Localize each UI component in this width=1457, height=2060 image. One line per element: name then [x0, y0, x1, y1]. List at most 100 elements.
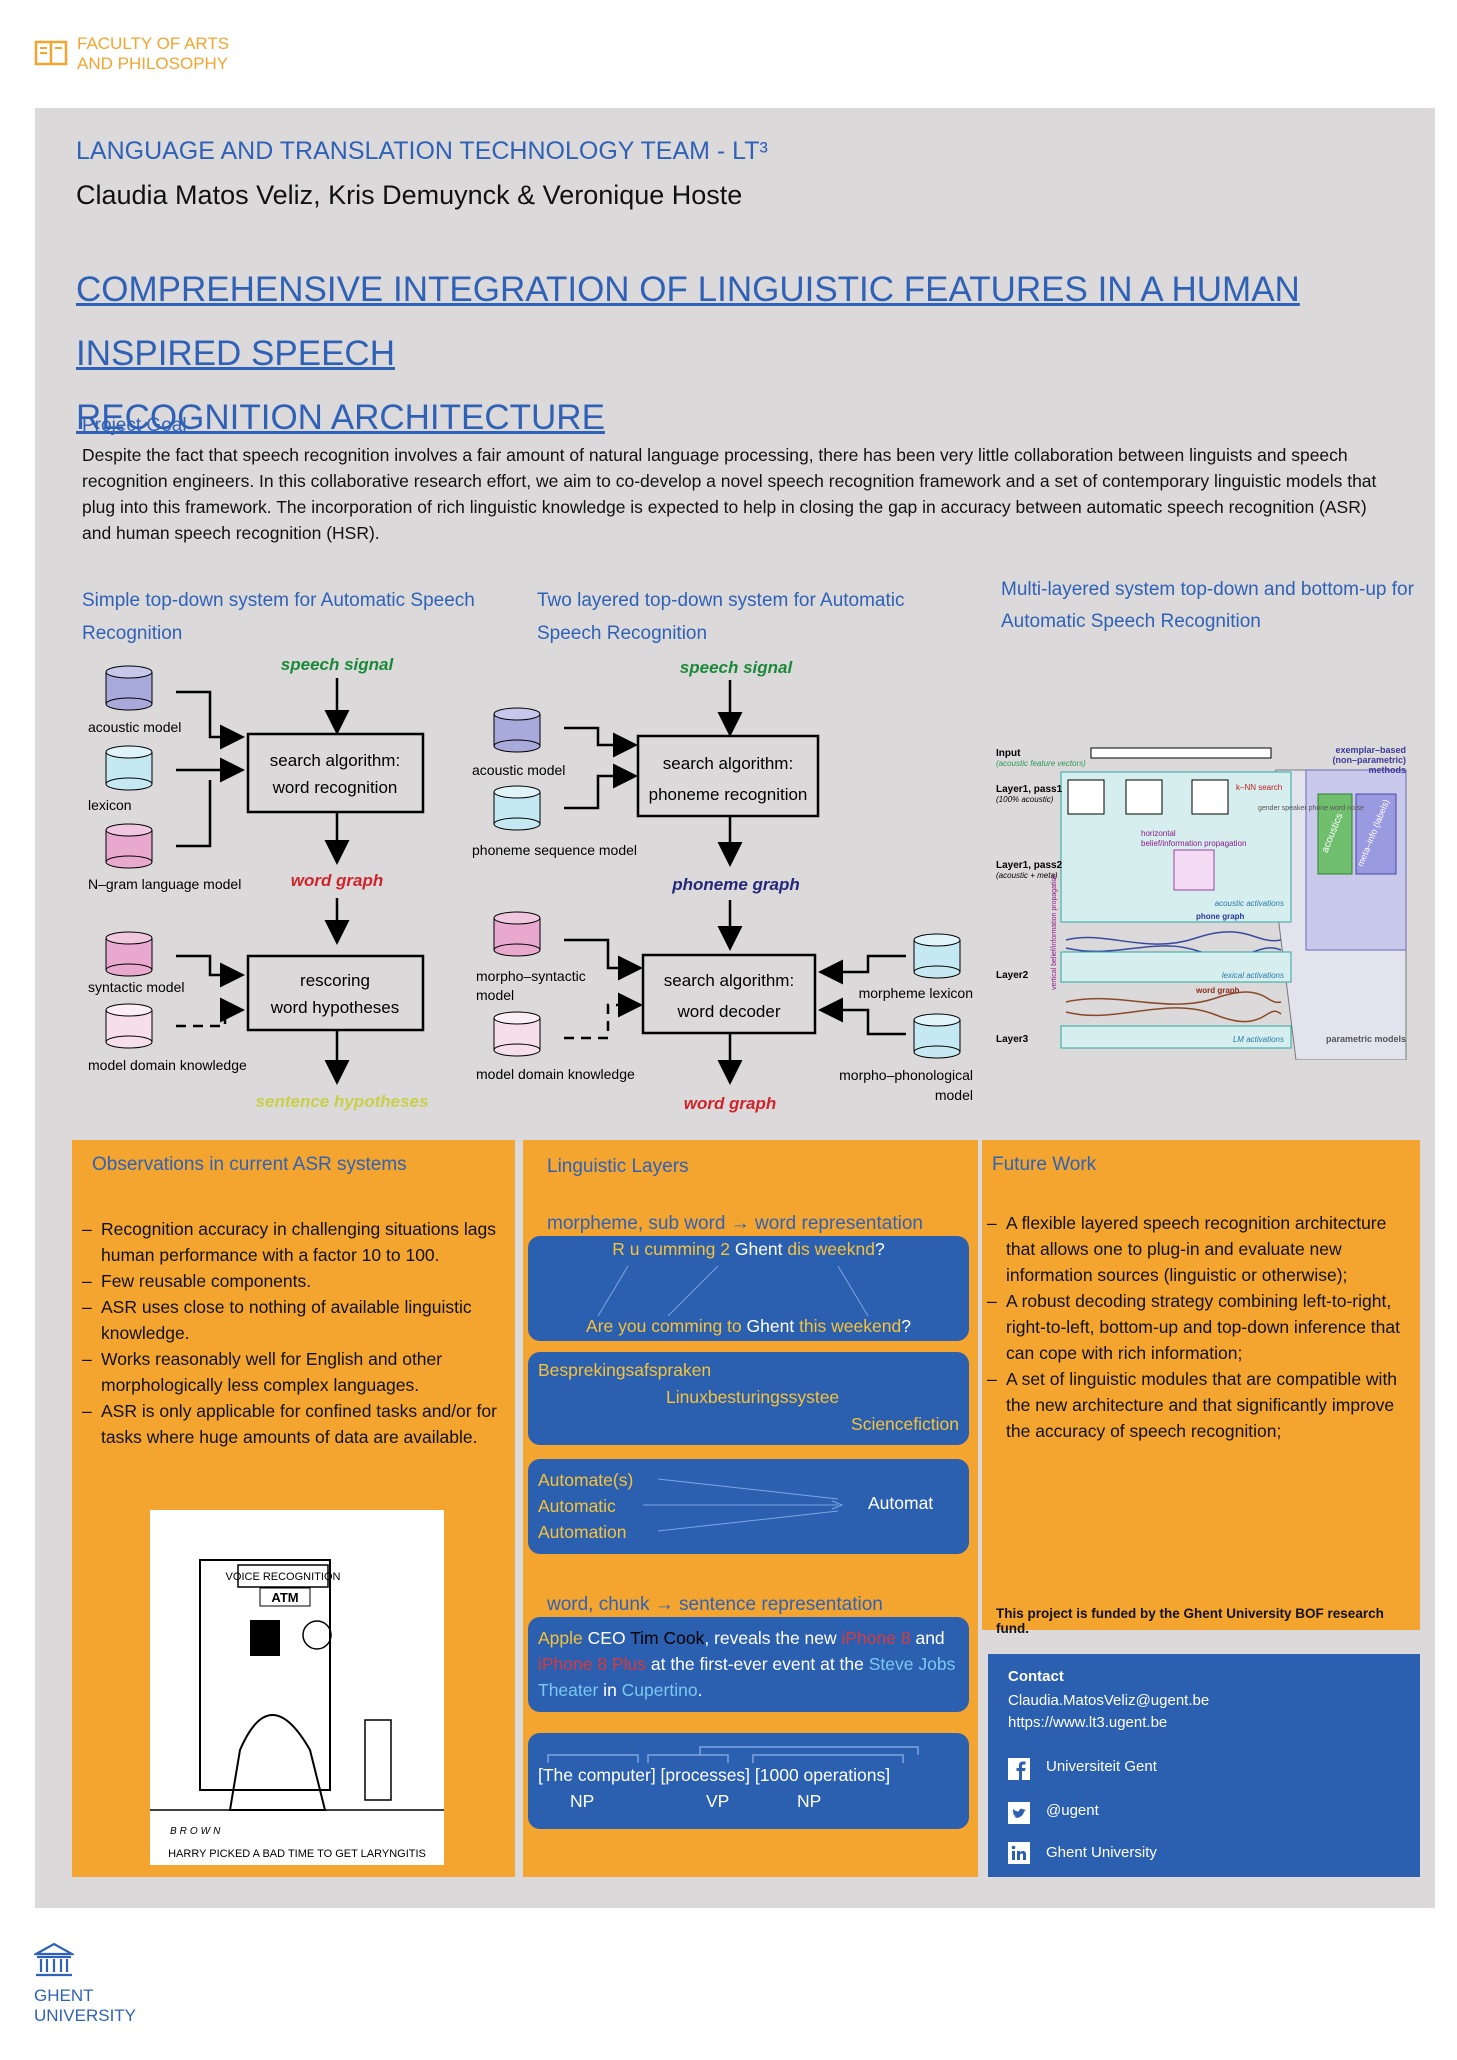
future-list: A flexible layered speech recognition ar…	[987, 1210, 1412, 1444]
footer-line2: UNIVERSITY	[34, 2006, 137, 2025]
d1-sentence-hypotheses: sentence hypotheses	[256, 1092, 429, 1111]
university-building-icon	[31, 1942, 77, 1977]
b3-stems-box: Automate(s) Automatic Automation Automat	[528, 1459, 969, 1554]
b3-arrows	[643, 1478, 844, 1532]
d2-morpho-phon-line2: model	[935, 1087, 973, 1103]
layers-sub2: word, chunk → sentence representation	[547, 1594, 883, 1615]
d3-knn-search: k–NN search	[1236, 783, 1282, 792]
d1-lexicon: lexicon	[88, 797, 132, 813]
linkedin-label[interactable]: Ghent University	[1046, 1844, 1157, 1861]
d3-phone-graph: phone graph	[1196, 912, 1245, 921]
b4-t6: and	[910, 1628, 945, 1648]
lexicon-icon	[105, 745, 153, 791]
d3-lm-activations: LM activations	[1233, 1035, 1284, 1044]
d3-exemplar-line2: (non–parametric)	[1332, 755, 1406, 765]
contact-url[interactable]: https://www.lt3.ugent.be	[1008, 1714, 1168, 1731]
twitter-label[interactable]: @ugent	[1046, 1802, 1099, 1819]
facebook-label[interactable]: Universiteit Gent	[1046, 1758, 1157, 1775]
b5-brackets	[547, 1746, 919, 1763]
d1-search-line2: word recognition	[272, 778, 398, 797]
b1-top-text: R u cumming 2 Ghent dis weeknd?	[528, 1239, 969, 1260]
domain-knowledge-icon	[105, 1003, 153, 1049]
d3-gender-list: gender speaker phone word noise	[1258, 805, 1364, 812]
b3-left-item: Automatic	[538, 1496, 616, 1516]
b1-bottom-p4: ?	[901, 1316, 911, 1336]
future-item: A set of linguistic modules that are com…	[987, 1366, 1412, 1444]
facebook-icon[interactable]	[1008, 1758, 1030, 1780]
d3-layer2: Layer2	[996, 970, 1029, 981]
b5-np1: NP	[570, 1791, 595, 1811]
entity-location: Cupertino	[621, 1680, 698, 1700]
diagram1-simple-system: speech signal acoustic model lexicon N–g…	[88, 655, 429, 1111]
observation-item: Recognition accuracy in challenging situ…	[82, 1216, 500, 1268]
d1-acoustic-model: acoustic model	[88, 719, 181, 735]
observations-box: Observations in current ASR systems Reco…	[72, 1140, 515, 1877]
d2-search-line2: phoneme recognition	[649, 785, 808, 804]
b4-t8: at the first-ever event at the	[646, 1654, 869, 1674]
d2-domain-knowledge-icon	[493, 1011, 541, 1057]
twitter-icon[interactable]	[1008, 1802, 1030, 1824]
b1-top-p1: R u cumming 2	[612, 1239, 735, 1259]
future-item: A flexible layered speech recognition ar…	[987, 1210, 1412, 1288]
b1-lines	[597, 1265, 869, 1317]
d2-morpheme-lexicon: morpheme lexicon	[859, 985, 973, 1001]
d2-word-graph: word graph	[684, 1094, 777, 1113]
d3-layer3: Layer3	[996, 1034, 1029, 1045]
contact-box: Contact Claudia.MatosVeliz@ugent.be http…	[988, 1654, 1420, 1877]
morpheme-lexicon-icon	[913, 933, 961, 979]
observation-item: ASR is only applicable for confined task…	[82, 1398, 500, 1450]
b1-top-p2: Ghent	[734, 1239, 783, 1259]
contact-email[interactable]: Claudia.MatosVeliz@ugent.be	[1008, 1692, 1210, 1709]
entity-product: iPhone 8 Plus	[538, 1654, 646, 1674]
d1-domain-knowledge: model domain knowledge	[88, 1057, 247, 1073]
title-line1: COMPREHENSIVE INTEGRATION OF LINGUISTIC …	[76, 270, 1300, 373]
morpho-phonological-icon	[913, 1013, 961, 1059]
acoustics-block	[1317, 793, 1353, 875]
d3-word-graph: word graph	[1195, 986, 1240, 995]
diagram3-heading-line1: Multi-layered system top-down and bottom…	[1001, 579, 1414, 600]
linkedin-icon[interactable]	[1008, 1842, 1030, 1864]
d2-decoder-line1: search algorithm:	[664, 971, 794, 990]
entity-org: Apple	[538, 1628, 583, 1648]
b5-np2: NP	[797, 1791, 822, 1811]
voice-recognition-atm-cartoon: VOICE RECOGNITION ATM BROWN HARRY PICKED…	[150, 1559, 444, 1860]
future-heading: Future Work	[992, 1154, 1097, 1175]
d1-rescoring-line2: word hypotheses	[270, 998, 400, 1017]
d3-input-sub: (acoustic feature vectors)	[996, 759, 1086, 768]
d2-morpho-syntactic-line1: morpho–syntactic	[476, 968, 586, 984]
d3-layer1-pass1-sub: (100% acoustic)	[996, 795, 1054, 804]
faculty-line2: AND PHILOSOPHY	[77, 54, 229, 73]
b1-top-p3: dis weeknd	[782, 1239, 875, 1259]
diagram2-two-layered-system: speech signal acoustic model phoneme seq…	[472, 658, 973, 1113]
observation-item: Works reasonably well for English and ot…	[82, 1346, 500, 1398]
diagram1-heading-line1: Simple top-down system for Automatic Spe…	[82, 590, 475, 611]
b3-left-list: Automate(s) Automatic Automation	[538, 1467, 633, 1545]
team-name: LANGUAGE AND TRANSLATION TECHNOLOGY TEAM…	[76, 137, 768, 165]
book-icon	[34, 40, 68, 66]
b1-bottom-text: Are you comming to Ghent this weekend?	[528, 1316, 969, 1337]
future-item: A robust decoding strategy combining lef…	[987, 1288, 1412, 1366]
b1-spelling-box: R u cumming 2 Ghent dis weeknd? Are you …	[528, 1236, 969, 1341]
b3-right: Automat	[868, 1493, 934, 1513]
d2-phoneme-graph: phoneme graph	[671, 875, 800, 894]
diagram1-heading-line2: Recognition	[82, 623, 183, 644]
entity-product: iPhone 8	[841, 1628, 911, 1648]
d1-ngram: N–gram language model	[88, 876, 241, 892]
entity-location: Steve Jobs	[868, 1654, 956, 1674]
poster-title: COMPREHENSIVE INTEGRATION OF LINGUISTIC …	[76, 258, 1376, 450]
d2-phoneme-model: phoneme sequence model	[472, 842, 637, 858]
observations-list: Recognition accuracy in challenging situ…	[82, 1216, 500, 1450]
b1-bottom-p1: Are you comming to	[586, 1316, 747, 1336]
d3-lexical-activations: lexical activations	[1222, 971, 1284, 980]
entity-location: Theater	[538, 1680, 599, 1700]
d1-word-graph: word graph	[291, 871, 384, 890]
b4-entities-box: Apple CEO Tim Cook, reveals the new iPho…	[528, 1617, 969, 1712]
diagram2-heading-line2: Speech Recognition	[537, 623, 708, 644]
syntactic-model-icon	[105, 931, 153, 977]
phoneme-model-icon	[493, 785, 541, 831]
layers-sub1: morpheme, sub word → word representation	[547, 1213, 923, 1234]
d2-acoustic-model-icon	[493, 707, 541, 753]
d1-search-box	[246, 732, 425, 814]
acoustic-model-icon	[105, 665, 153, 711]
b4-t4: , reveals the new	[704, 1628, 842, 1648]
